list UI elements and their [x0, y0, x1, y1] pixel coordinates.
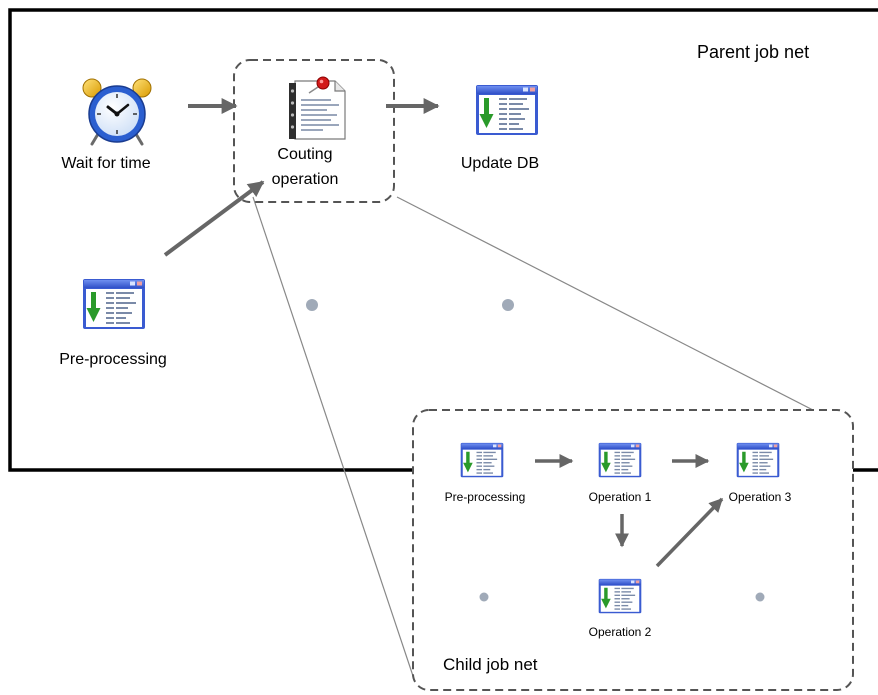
job-window-icon[interactable]: [736, 442, 780, 478]
child-node-label-operation-2: Operation 2: [588, 625, 652, 639]
node-label-counting-line2: operation: [271, 171, 339, 188]
child-job-net-frame: [412, 409, 854, 691]
placeholder-dot: [755, 592, 765, 602]
placeholder-dot: [479, 592, 489, 602]
child-node-label-operation-1: Operation 1: [588, 490, 652, 504]
child-job-net-title: Child job net: [443, 655, 538, 674]
zoom-line-left: [252, 196, 416, 683]
job-window-icon[interactable]: [460, 442, 504, 478]
counting-operation-highlight: [233, 59, 395, 203]
parent-job-net-title: Parent job net: [697, 42, 810, 62]
node-label-counting-line1: Couting: [277, 146, 333, 163]
arrow-child-op2-to-op3: [655, 497, 724, 568]
job-window-icon[interactable]: [598, 442, 642, 478]
job-window-icon[interactable]: [598, 578, 642, 614]
child-node-label-pre-processing: Pre-processing: [444, 490, 526, 504]
placeholder-dot: [502, 299, 514, 311]
node-label-wait-for-time: Wait for time: [61, 155, 151, 172]
document-pin-icon[interactable]: [289, 76, 346, 140]
node-label-pre-processing: Pre-processing: [59, 351, 167, 368]
arrow-preprocessing-to-counting: [163, 180, 265, 257]
alarm-clock-icon[interactable]: [82, 78, 152, 146]
job-window-icon[interactable]: [476, 85, 538, 135]
node-label-update-db: Update DB: [460, 155, 540, 172]
child-node-label-operation-3: Operation 3: [728, 490, 792, 504]
placeholder-dot: [306, 299, 318, 311]
job-window-icon[interactable]: [83, 279, 145, 329]
zoom-line-right: [396, 196, 853, 431]
